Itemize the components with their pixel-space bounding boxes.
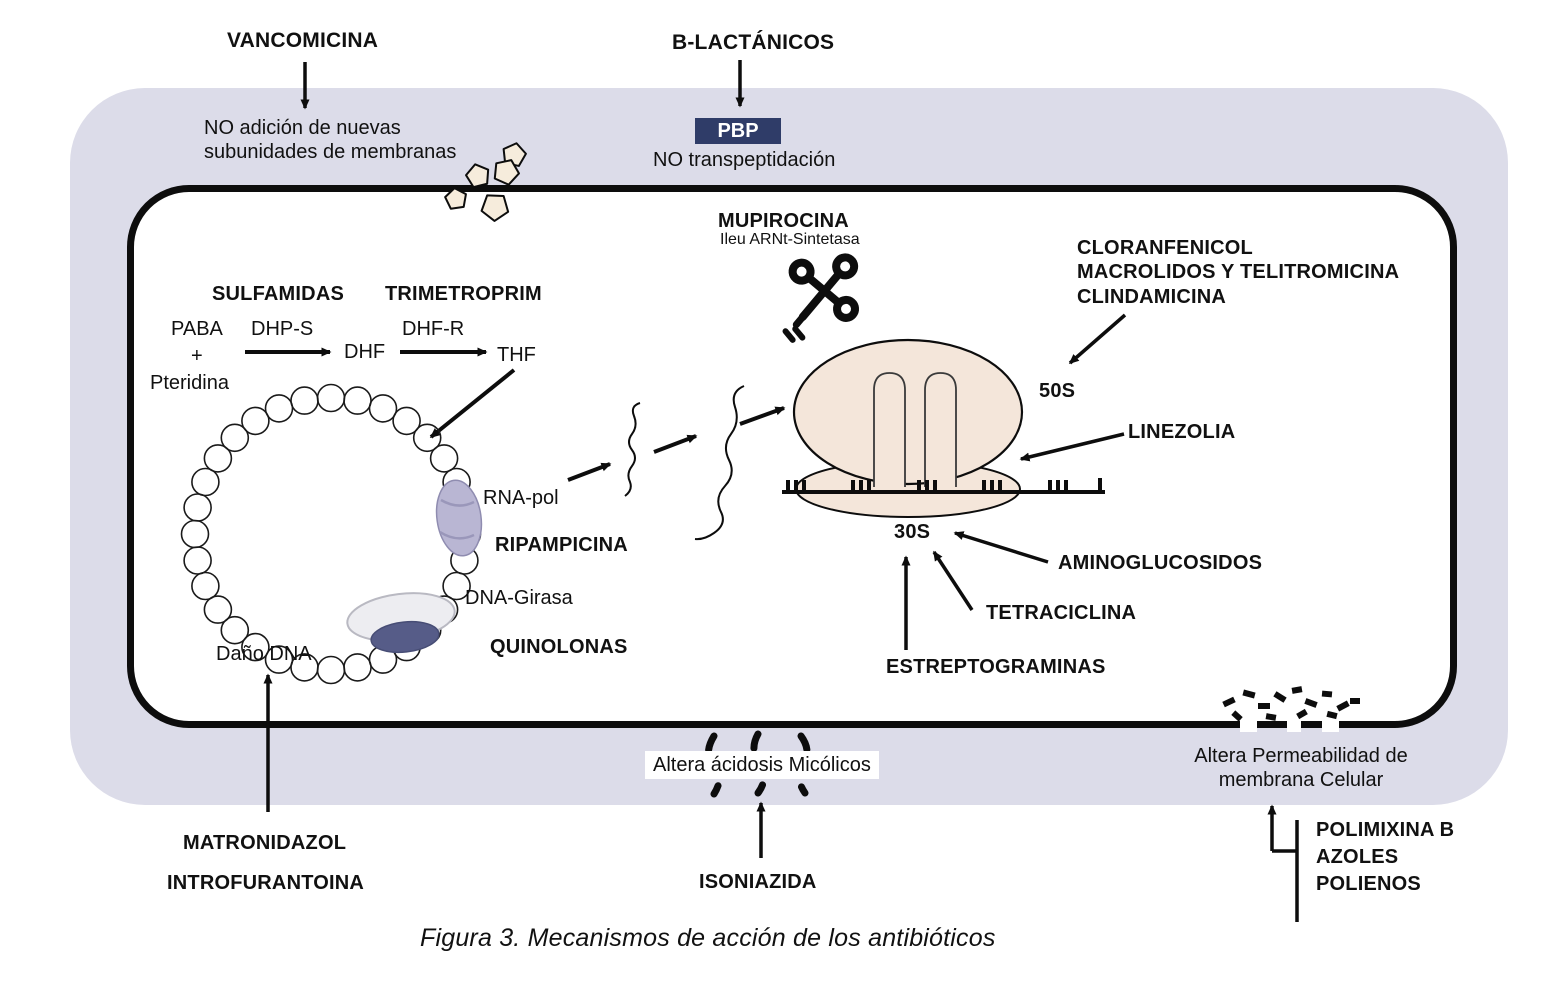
mupirocina-target-label: Ileu ARNt-Sintetasa <box>720 231 860 248</box>
dna-gyrase-icon <box>346 592 456 654</box>
translation-arrow <box>739 406 786 426</box>
polienos-label: POLIENOS <box>1316 873 1421 895</box>
thf-to-dna-arrow <box>429 368 516 439</box>
dhf-r-label: DHF-R <box>402 318 465 340</box>
membrane-drugs-bracket <box>1267 804 1299 922</box>
linezolia-label: LINEZOLIA <box>1128 421 1236 443</box>
mrna-strand-2-icon <box>694 385 745 541</box>
pbp-box: PBP <box>695 118 781 144</box>
mycolic-effect-label: Altera ácidosis Micólicos <box>645 751 879 780</box>
polimixina-b-label: POLIMIXINA B <box>1316 819 1455 841</box>
isoniazida-label: ISONIAZIDA <box>699 871 817 893</box>
dhf-label: DHF <box>344 341 386 363</box>
mupirocina-label: MUPIROCINA <box>718 210 849 232</box>
inhibitors-50s-arrow <box>1068 313 1127 365</box>
matronidazol-label: MATRONIDAZOL <box>183 832 347 854</box>
aminoglucosidos-label: AMINOGLUCOSIDOS <box>1058 552 1263 574</box>
trna-site-1 <box>873 372 906 487</box>
rna-polymerase-icon <box>435 479 483 557</box>
mrna-template-icon <box>782 478 1105 494</box>
dhp-s-label: DHP-S <box>251 318 314 340</box>
dano-dna-label: Daño DNA <box>216 643 312 665</box>
azoles-label: AZOLES <box>1316 846 1399 868</box>
transcription-arrow-2 <box>653 434 698 454</box>
sulfamidas-label: SULFAMIDAS <box>212 283 344 305</box>
trimetroprim-label: TRIMETROPRIM <box>385 283 542 305</box>
membrane-effect-label: Altera Permeabilidad de membrana Celular <box>1194 745 1408 792</box>
estreptograminas-label: ESTREPTOGRAMINAS <box>886 656 1106 678</box>
vancomicina-label: VANCOMICINA <box>227 29 379 52</box>
aminoglucosidos-arrow <box>953 531 1049 564</box>
transcription-arrow-1 <box>567 462 612 482</box>
introfurantoina-label: INTROFURANTOINA <box>167 872 365 894</box>
tetraciclina-arrow <box>932 550 974 611</box>
peptidoglycan-subunits-icon <box>444 142 527 222</box>
membrane-fragments-icon <box>1222 686 1360 732</box>
pbp-effect-label: NO transpeptidación <box>653 149 836 171</box>
tetraciclina-label: TETRACICLINA <box>986 602 1137 624</box>
inhibitors-50s-label: CLORANFENICOL MACROLIDOS Y TELITROMICINA… <box>1077 237 1400 308</box>
trna-site-2 <box>924 372 957 487</box>
rna-pol-label: RNA-pol <box>483 487 559 509</box>
subunit-50s-label: 50S <box>1039 380 1076 402</box>
trna-icon <box>782 253 860 343</box>
plus-label: + <box>191 345 203 367</box>
ribosome-icon <box>782 338 1105 518</box>
vancomicina-effect-label: NO adición de nuevas subunidades de memb… <box>204 117 457 164</box>
ripampicina-label: RIPAMPICINA <box>495 534 628 556</box>
ribosome-50s-icon <box>792 338 1024 486</box>
paba-label: PABA <box>171 318 223 340</box>
dna-girasa-label: DNA-Girasa <box>465 587 573 609</box>
pteridina-label: Pteridina <box>150 372 229 394</box>
mrna-strand-1-icon <box>624 402 641 497</box>
figure-caption: Figura 3. Mecanismos de acción de los an… <box>420 924 996 952</box>
linezolia-arrow <box>1019 432 1125 462</box>
quinolonas-label: QUINOLONAS <box>490 636 628 658</box>
subunit-30s-label: 30S <box>894 521 931 543</box>
thf-label: THF <box>497 344 536 366</box>
b-lactanicos-label: B-LACTÁNICOS <box>672 31 835 54</box>
